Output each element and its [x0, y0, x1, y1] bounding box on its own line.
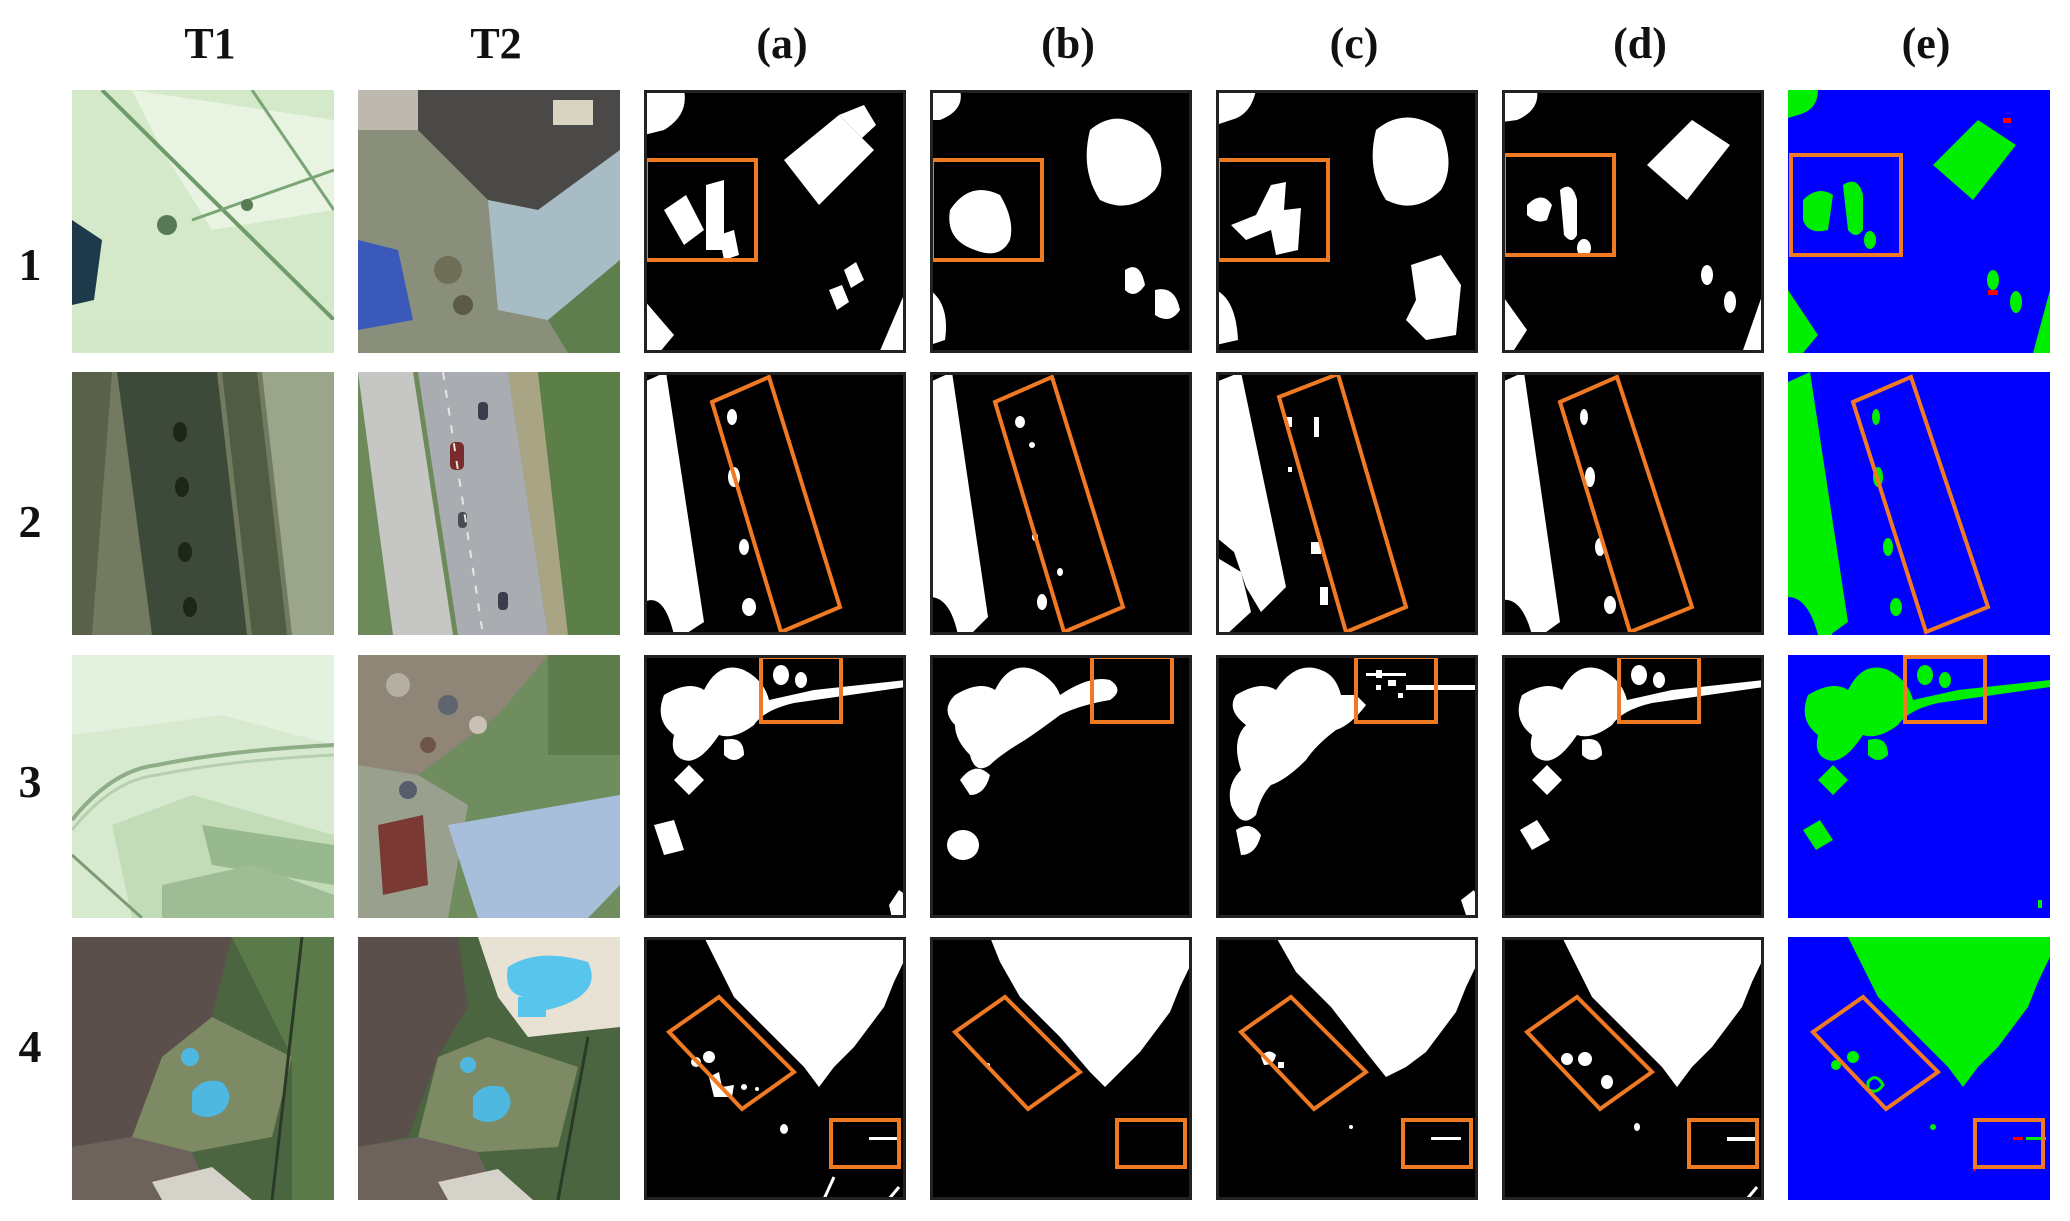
mask-b-row1 — [930, 90, 1192, 353]
column-header-t1: T1 — [184, 19, 236, 68]
row-label-4: 4 — [18, 1021, 42, 1072]
mask-a-row3 — [644, 655, 906, 918]
mask-c-row4 — [1216, 937, 1478, 1200]
mask-a-row4 — [644, 937, 906, 1200]
mask-a-row1 — [644, 90, 906, 353]
row-label-3: 3 — [18, 756, 42, 807]
map-e-row4 — [1788, 937, 2050, 1200]
image-t2-row4 — [358, 937, 620, 1200]
mask-d-row2 — [1502, 372, 1764, 635]
mask-d-row1 — [1502, 90, 1764, 353]
mask-d-row4 — [1502, 937, 1764, 1200]
mask-c-row3 — [1216, 655, 1478, 918]
mask-d-row3 — [1502, 655, 1764, 918]
column-header-t2: T2 — [470, 19, 522, 68]
image-t1-row2 — [72, 372, 334, 635]
column-header-a: (a) — [756, 19, 808, 68]
column-header-b: (b) — [1041, 19, 1095, 68]
image-t1-row1 — [72, 90, 334, 353]
mask-b-row4 — [930, 937, 1192, 1200]
image-t2-row1 — [358, 90, 620, 353]
image-t1-row4 — [72, 937, 334, 1200]
column-header-c: (c) — [1329, 19, 1379, 68]
image-t2-row2 — [358, 372, 620, 635]
map-e-row3 — [1788, 655, 2050, 918]
image-t2-row3 — [358, 655, 620, 918]
map-e-row2 — [1788, 372, 2050, 635]
column-header-d: (d) — [1613, 19, 1667, 68]
mask-c-row2 — [1216, 372, 1478, 635]
mask-c-row1 — [1216, 90, 1478, 353]
map-e-row1 — [1788, 90, 2050, 353]
image-t1-row3 — [72, 655, 334, 918]
column-header-e: (e) — [1901, 19, 1951, 68]
mask-b-row3 — [930, 655, 1192, 918]
mask-b-row2 — [930, 372, 1192, 635]
mask-a-row2 — [644, 372, 906, 635]
row-label-1: 1 — [18, 239, 42, 290]
row-label-2: 2 — [18, 496, 42, 547]
